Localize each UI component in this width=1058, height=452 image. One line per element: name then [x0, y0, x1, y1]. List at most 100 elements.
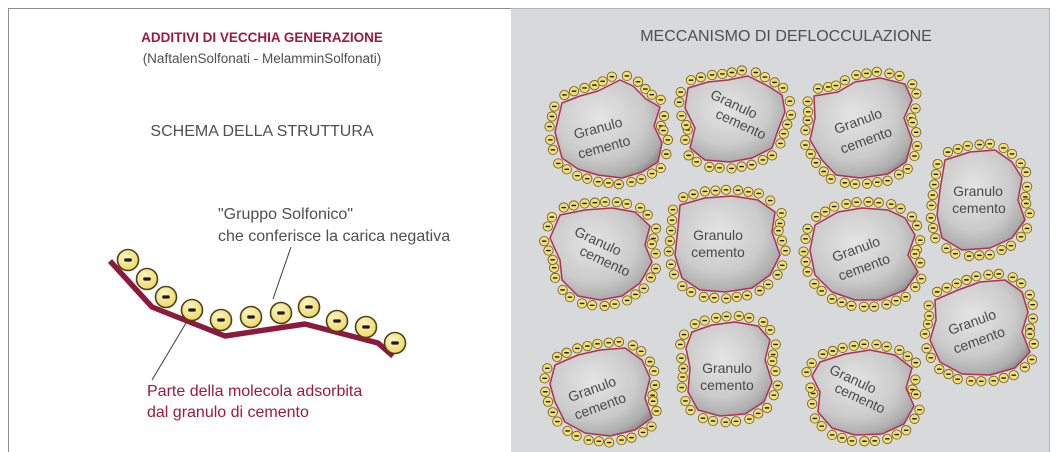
- negative-charge-icon: [582, 202, 587, 205]
- adsorbed-charge: [906, 211, 917, 222]
- negative-charge-icon: [913, 131, 919, 133]
- adsorbed-charge: [869, 301, 880, 312]
- negative-charge-icon: [680, 285, 685, 287]
- negative-charge-icon: [922, 333, 928, 335]
- negative-charge-icon: [809, 403, 815, 405]
- adsorbed-charge: [900, 291, 911, 302]
- negative-charge-icon: [866, 201, 871, 203]
- granule-body: [549, 207, 653, 301]
- adsorbed-charge: [1015, 158, 1026, 169]
- adsorbed-charge: [846, 435, 858, 447]
- negative-charge-icon: [586, 439, 591, 441]
- negative-charge-icon: [691, 193, 696, 196]
- negative-charge-icon: [1022, 366, 1028, 368]
- granule-body: [554, 79, 663, 179]
- adsorbed-charge: [984, 249, 995, 260]
- adsorbed-charge: [827, 345, 838, 357]
- adsorbed-charge: [893, 169, 905, 180]
- adsorbed-charge: [695, 72, 706, 83]
- adsorbed-charge: [568, 86, 580, 97]
- negative-charge-icon: [773, 343, 778, 346]
- adsorbed-charge: [962, 140, 973, 151]
- negative-charge-icon: [729, 71, 735, 74]
- negative-charge-icon: [913, 361, 919, 364]
- negative-charge-icon: [777, 222, 783, 225]
- adsorbed-charge: [767, 355, 778, 367]
- adsorbed-charge: [772, 269, 783, 280]
- negative-charge-icon: [651, 370, 657, 372]
- negative-charge-icon: [808, 386, 813, 389]
- adsorbed-charge: [1021, 198, 1032, 209]
- adsorbed-charge: [572, 343, 583, 354]
- adsorbed-charge: [871, 66, 882, 77]
- adsorbed-charge: [685, 75, 697, 86]
- negative-charge-icon: [999, 249, 1004, 251]
- adsorbed-charge: [542, 363, 553, 374]
- negative-charge-icon: [723, 421, 728, 423]
- negative-charge-icon: [974, 275, 979, 278]
- adsorbed-charge: [711, 312, 722, 323]
- adsorbed-charge: [809, 413, 820, 424]
- adsorbed-charge: [809, 278, 820, 289]
- negative-charge-icon: [713, 189, 718, 192]
- adsorbed-charge: [764, 324, 776, 336]
- negative-charge-icon: [875, 181, 880, 183]
- negative-charge-icon: [884, 303, 889, 306]
- adsorbed-charge: [750, 67, 761, 78]
- negative-charge-icon: [977, 254, 982, 257]
- negative-charge-icon: [978, 380, 984, 382]
- adsorbed-charge: [780, 245, 791, 256]
- sulfonic-group: [383, 331, 407, 355]
- adsorbed-part-label-line-2: dal granulo di cemento: [147, 404, 309, 421]
- negative-charge-icon: [645, 214, 650, 216]
- adsorbed-charge: [872, 177, 883, 188]
- adsorbed-charge: [895, 203, 906, 214]
- negative-charge-icon: [909, 83, 915, 85]
- negative-charge-icon: [640, 431, 646, 434]
- negative-charge-icon: [854, 74, 859, 76]
- negative-charge-icon: [910, 121, 915, 124]
- adsorbed-charge: [851, 70, 862, 81]
- negative-charge-icon: [638, 350, 644, 353]
- negative-charge-icon: [937, 368, 942, 370]
- negative-charge-icon: [550, 411, 556, 413]
- negative-charge-icon: [668, 229, 674, 232]
- negative-charge-icon: [787, 100, 793, 102]
- adsorbed-charge: [942, 147, 954, 158]
- adsorbed-charge: [746, 159, 757, 170]
- adsorbed-charge: [757, 154, 768, 166]
- negative-charge-icon: [813, 162, 819, 164]
- sulfonic-group: [180, 298, 204, 322]
- adsorbed-charge: [674, 97, 685, 108]
- negative-charge-icon: [905, 168, 910, 170]
- adsorbed-charge: [697, 413, 709, 424]
- negative-charge-icon: [864, 182, 870, 185]
- negative-charge-icon: [550, 149, 556, 151]
- negative-charge-icon: [771, 394, 777, 396]
- negative-charge-icon: [977, 143, 982, 146]
- adsorbed-charge: [816, 285, 827, 297]
- negative-charge-icon: [928, 217, 934, 219]
- adsorbed-charge: [846, 300, 857, 311]
- negative-charge-icon: [805, 111, 811, 113]
- negative-charge-icon: [683, 124, 689, 126]
- negative-charge-icon: [917, 239, 923, 241]
- negative-charge-icon: [679, 115, 684, 117]
- negative-charge-icon: [926, 315, 932, 317]
- sulfonic-group-label-line-1: "Gruppo Solfonico": [218, 206, 353, 223]
- adsorbed-charge: [827, 429, 838, 441]
- negative-charge-icon: [778, 142, 783, 145]
- negative-charge-icon: [637, 207, 643, 209]
- negative-charge-icon: [954, 282, 960, 285]
- adsorbed-charge: [543, 245, 554, 256]
- negative-charge-icon: [986, 274, 991, 276]
- adsorbed-charge: [772, 380, 783, 391]
- negative-charge-icon: [825, 86, 831, 88]
- adsorbed-charge: [816, 421, 827, 432]
- adsorbed-charge: [1007, 272, 1018, 283]
- adsorbed-charge: [677, 371, 688, 383]
- adsorbed-charge: [753, 188, 764, 199]
- adsorbed-charge: [561, 347, 572, 358]
- adsorbed-charge: [744, 312, 755, 323]
